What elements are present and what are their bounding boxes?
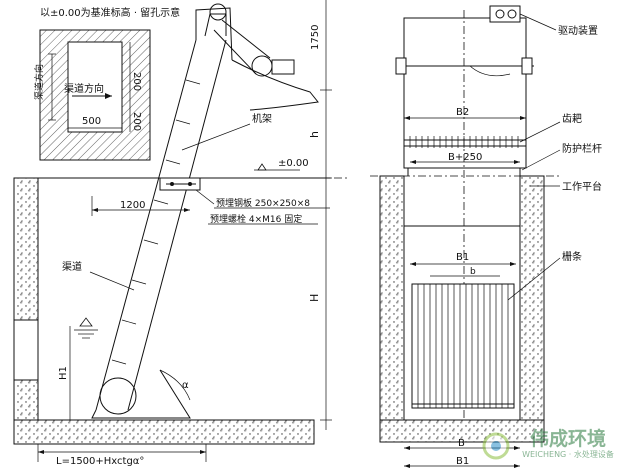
inclined-screen-frame: α <box>91 3 319 419</box>
drive-label: 驱动装置 <box>558 24 598 37</box>
embed-note-2: 预埋螺栓 4×M16 固定 <box>210 213 302 225</box>
floor-support <box>159 177 201 191</box>
watermark: 伟成环境 WEICHENG · 水处理设备 <box>512 428 624 460</box>
embed-note-1: 预埋钢板 250×250×8 <box>216 197 310 209</box>
dim-B1-bottom: B1 <box>456 456 469 467</box>
watermark-slogan: WEICHENG · 水处理设备 <box>522 450 614 459</box>
dim-200-b: 200 <box>131 112 142 131</box>
elevation-label: ±0.00 <box>278 158 309 169</box>
front-view: B2 B+250 B1 b B B1 <box>370 5 602 468</box>
watermark-brand: 伟成环境 <box>529 428 606 450</box>
note-top: 以±0.00为基准标高 · 留孔示意 <box>40 6 180 19</box>
screen-frame-front <box>403 17 527 169</box>
dim-B-bottom: B <box>458 438 465 449</box>
side-view: 以±0.00为基准标高 · 留孔示意 渠道方向 渠道方向 500 200 200 <box>13 0 350 467</box>
left-channel-wall <box>13 177 39 429</box>
dim-b-small: b <box>470 267 476 277</box>
grid-bars <box>411 283 515 409</box>
dim-B1-mid: B1 <box>456 252 469 263</box>
watermark-logo <box>482 432 510 460</box>
platform-label: 工作平台 <box>562 180 602 193</box>
dim-200-a: 200 <box>131 72 142 91</box>
dim-B2: B2 <box>456 107 469 118</box>
bottom-slab <box>13 419 315 445</box>
right-view-right-wall <box>519 175 545 443</box>
angle-alpha: α <box>182 380 189 391</box>
bottom-dim-L: L=1500+Hxctgα° <box>56 456 144 467</box>
dim-H: H <box>308 294 321 302</box>
dim-h: h <box>308 131 321 138</box>
channel-label: 渠道 <box>62 260 82 273</box>
side-drive-box <box>271 59 295 75</box>
dim-500: 500 <box>82 116 101 127</box>
guard-label: 防护栏杆 <box>562 142 602 155</box>
right-view-left-wall <box>379 175 405 443</box>
channel-direction-label: 渠道方向 <box>64 82 104 95</box>
rake-label: 齿耙 <box>562 113 582 125</box>
bottom-sprocket <box>99 377 137 415</box>
water-level-marker <box>74 317 98 339</box>
head-sprocket <box>209 3 227 21</box>
wall-opening <box>13 319 39 381</box>
grid-label: 栅条 <box>562 250 582 263</box>
dim-B250: B+250 <box>448 152 482 163</box>
dim-H1: H1 <box>58 366 69 380</box>
dim-1200: 1200 <box>120 200 145 211</box>
rake-teeth <box>404 136 526 148</box>
dim-1750: 1750 <box>310 25 321 50</box>
opening-detail: 渠道方向 渠道方向 500 200 200 <box>33 29 151 161</box>
opening-side-label: 渠道方向 <box>33 64 45 100</box>
frame-label: 机架 <box>252 112 272 125</box>
